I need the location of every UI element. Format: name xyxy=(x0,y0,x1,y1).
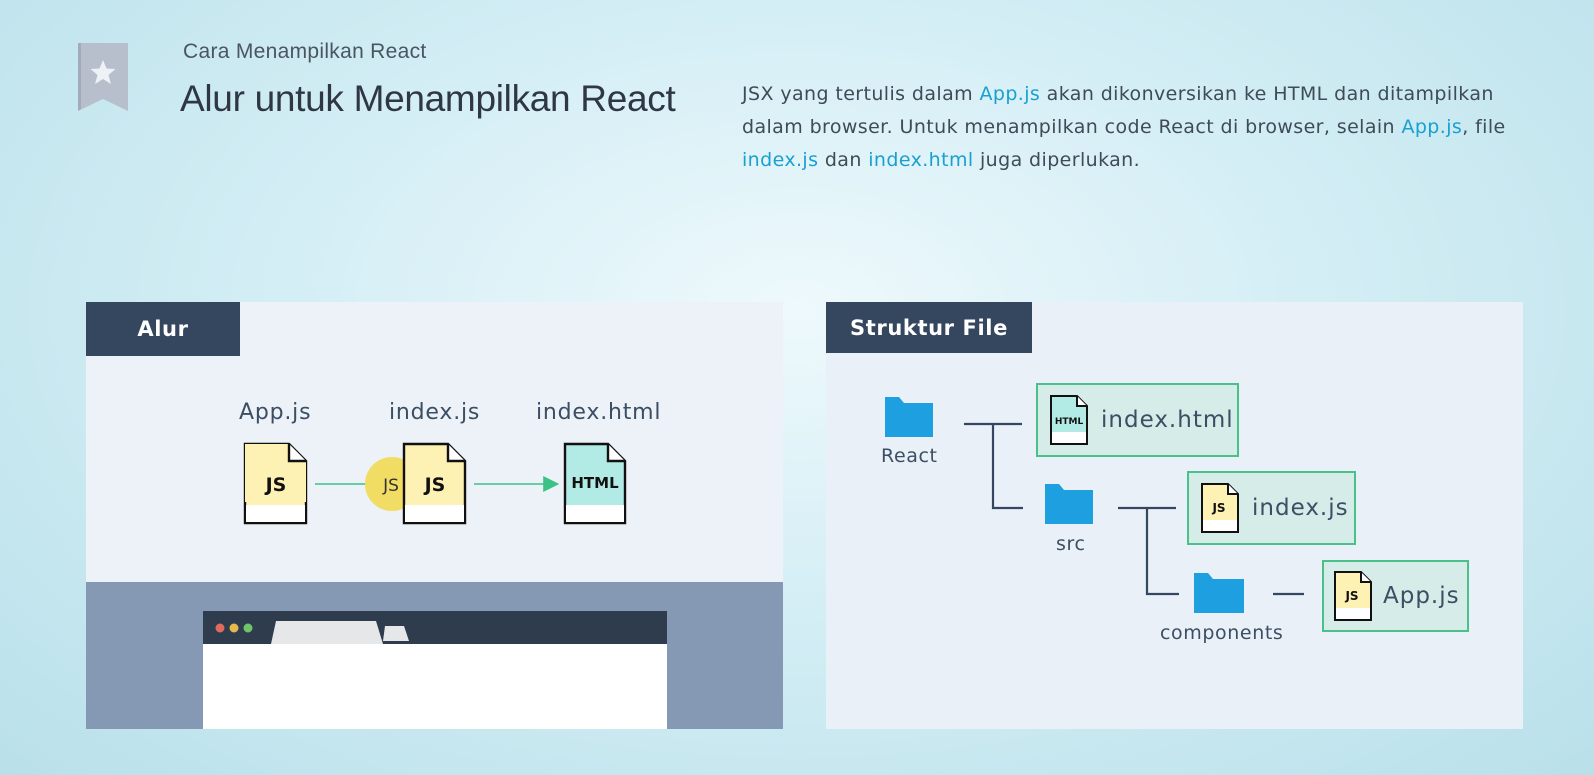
js-file-icon: JS xyxy=(1201,483,1239,533)
file-structure-heading: Struktur File xyxy=(826,302,1032,353)
desc-text: juga diperlukan. xyxy=(973,149,1141,171)
desc-highlight: App.js xyxy=(979,83,1041,105)
svg-text:JS: JS xyxy=(264,474,287,496)
app-js-file-icon: JS xyxy=(243,442,308,525)
svg-text:HTML: HTML xyxy=(571,474,619,492)
index-js-file-icon: JS xyxy=(402,442,467,525)
desc-highlight: index.js xyxy=(742,149,819,171)
file-name-app-js: App.js xyxy=(1383,583,1460,609)
js-file-icon: JS xyxy=(1334,571,1372,621)
desc-text: akan dikonversikan ke HTML dan ditampilk… xyxy=(742,83,1494,138)
index-html-file-icon: HTML xyxy=(563,442,627,525)
src-folder-icon xyxy=(1045,484,1093,524)
tree-lines xyxy=(964,422,1304,596)
file-box-index-js: JS index.js xyxy=(1187,471,1356,545)
file-structure-panel: Struktur File React src components xyxy=(826,302,1523,729)
page-subtitle: Cara Menampilkan React xyxy=(183,40,427,63)
file-box-index-html: HTML index.html xyxy=(1036,383,1239,457)
svg-text:JS: JS xyxy=(1344,589,1358,603)
browser-window-icon xyxy=(203,611,667,729)
file-tree-diagram xyxy=(885,397,1304,613)
desc-highlight: index.html xyxy=(868,149,974,171)
html-file-icon: HTML xyxy=(1050,395,1088,445)
svg-text:JS: JS xyxy=(423,474,446,496)
desc-highlight: App.js xyxy=(1401,116,1463,138)
desc-text: dan xyxy=(818,149,869,171)
folder-label-components: components xyxy=(1160,622,1284,644)
flow-panel-heading: Alur xyxy=(86,302,240,356)
file-name-index-js: index.js xyxy=(1252,495,1349,521)
file-name-index-html: index.html xyxy=(1101,407,1234,433)
folder-label-src: src xyxy=(1056,533,1086,555)
flow-label-index-html: index.html xyxy=(536,400,662,425)
flow-panel: Alur App.js index.js index.html JS JS xyxy=(86,302,783,729)
react-folder-icon xyxy=(885,397,933,437)
browser-preview-area xyxy=(86,582,783,729)
svg-text:JS: JS xyxy=(1211,501,1225,515)
flow-label-app-js: App.js xyxy=(239,400,312,425)
folder-label-react: React xyxy=(881,445,938,467)
svg-text:HTML: HTML xyxy=(1055,417,1084,427)
svg-text:JS: JS xyxy=(382,476,399,496)
desc-text: , file xyxy=(1462,116,1506,138)
page-title: Alur untuk Menampilkan React xyxy=(180,78,676,119)
description: JSX yang tertulis dalam App.js akan diko… xyxy=(742,78,1522,177)
file-box-app-js: JS App.js xyxy=(1322,560,1469,632)
flow-label-index-js: index.js xyxy=(389,400,481,425)
flow-diagram: JS JS JS HTML xyxy=(243,442,627,525)
star-bookmark-icon xyxy=(78,43,128,111)
components-folder-icon xyxy=(1194,573,1244,613)
desc-text: JSX yang tertulis dalam xyxy=(742,83,980,105)
